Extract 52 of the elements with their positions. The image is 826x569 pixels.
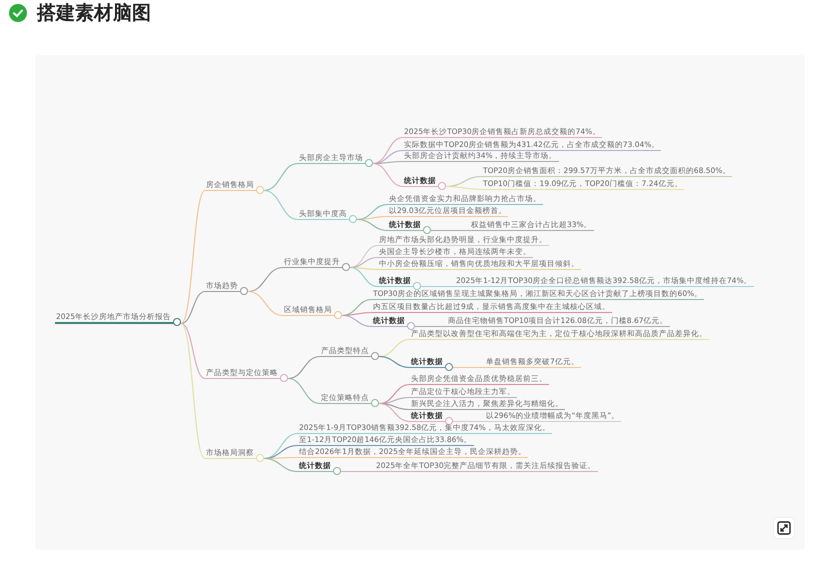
connector-curve bbox=[264, 458, 298, 472]
branch-topic bbox=[388, 219, 431, 231]
branch-topic bbox=[410, 410, 453, 422]
branch-topic bbox=[403, 175, 446, 187]
connector-curve bbox=[372, 162, 404, 188]
branch-topic bbox=[283, 304, 342, 316]
connector-curve bbox=[446, 186, 482, 190]
connector-curve bbox=[378, 338, 410, 358]
connector-curve bbox=[180, 290, 206, 324]
branch-topic bbox=[378, 275, 421, 287]
branch-topic bbox=[320, 345, 379, 357]
branch-topic bbox=[298, 152, 373, 164]
branch-topic bbox=[55, 311, 182, 324]
branch-topic bbox=[205, 367, 288, 379]
connector-curve bbox=[350, 266, 378, 288]
connector-curve bbox=[264, 432, 298, 460]
connector-curve bbox=[431, 230, 470, 232]
branch-topic bbox=[410, 356, 453, 368]
branch-topic bbox=[320, 392, 379, 404]
connector-curve bbox=[378, 402, 410, 422]
connector-curve bbox=[372, 136, 404, 164]
branch-topic bbox=[205, 179, 264, 191]
connector-curve bbox=[342, 298, 372, 316]
branch-topic bbox=[205, 447, 264, 459]
connector-curve bbox=[288, 378, 320, 404]
connector-curve bbox=[356, 218, 388, 232]
connector-curve bbox=[248, 290, 284, 316]
connector-curve bbox=[180, 190, 206, 324]
connector-curve bbox=[288, 356, 320, 380]
connector-curve bbox=[421, 286, 455, 288]
connector-curve bbox=[248, 266, 284, 292]
connector-curve bbox=[264, 190, 298, 220]
page-title: 搭建素材脑图 bbox=[37, 1, 151, 26]
branch-topic bbox=[298, 208, 357, 220]
connector-curve bbox=[356, 204, 388, 220]
connector-curve bbox=[350, 244, 378, 268]
connector-curve bbox=[453, 420, 485, 422]
connector-curve bbox=[415, 326, 447, 328]
connector-curve bbox=[453, 366, 485, 368]
connector-curve bbox=[378, 356, 410, 368]
branch-topic bbox=[205, 280, 248, 292]
branch-topic bbox=[372, 315, 415, 327]
connector-curve bbox=[180, 323, 206, 459]
connector-curve bbox=[350, 266, 378, 270]
connector-curve bbox=[342, 314, 372, 328]
connector-curve bbox=[180, 322, 206, 380]
connector-curve bbox=[341, 470, 375, 472]
connector-curve bbox=[373, 160, 403, 164]
connector-curve bbox=[378, 384, 410, 404]
branch-topic bbox=[283, 256, 350, 268]
connector-curve bbox=[264, 162, 298, 192]
branch-topic bbox=[298, 460, 341, 472]
